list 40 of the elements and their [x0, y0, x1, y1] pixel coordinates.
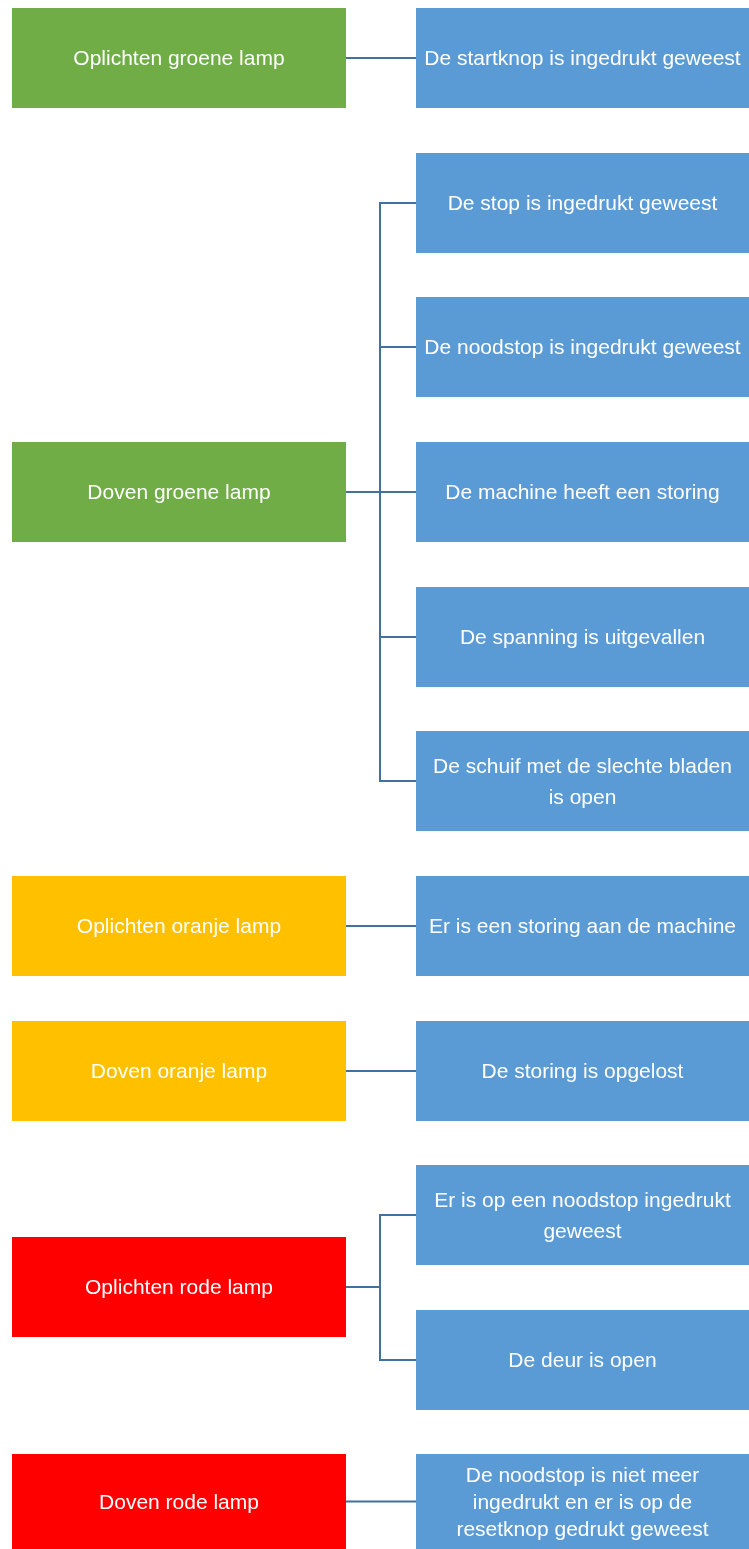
box-label: De machine heeft een storing [445, 479, 720, 506]
box-label: Er is op een noodstop ingedrukt geweest [433, 1186, 732, 1244]
condition-box [416, 442, 749, 542]
box-label: Doven rode lamp [99, 1488, 259, 1515]
lamp-state-box [12, 8, 346, 108]
condition-box [416, 1021, 749, 1121]
connector-line [345, 925, 417, 927]
condition-box [416, 1454, 749, 1549]
condition-box [416, 8, 749, 108]
box-label: De stop is ingedrukt geweest [447, 190, 718, 217]
box-label: De schuif met de slechte bladen is open [432, 752, 733, 810]
condition-box [416, 1310, 749, 1410]
connector-line [345, 1070, 417, 1072]
connector-line [345, 57, 417, 59]
connector-line [345, 1286, 417, 1361]
box-label: De noodstop is ingedrukt geweest [424, 334, 741, 361]
box-label: De storing is opgelost [481, 1058, 684, 1085]
box-label: Oplichten rode lamp [85, 1274, 273, 1301]
box-label: Doven oranje lamp [90, 1058, 268, 1085]
condition-box [416, 297, 749, 397]
lamp-state-box [12, 1454, 346, 1549]
condition-box [416, 731, 749, 831]
lamp-state-box [12, 1237, 346, 1337]
box-label: Er is een storing aan de machine [429, 913, 736, 940]
condition-box [416, 153, 749, 253]
box-label: De deur is open [508, 1347, 657, 1374]
connector-line [345, 1500, 417, 1503]
lamp-state-box [12, 876, 346, 976]
box-label: De startknop is ingedrukt geweest [424, 45, 741, 72]
condition-box [416, 1165, 749, 1265]
box-label: Oplichten groene lamp [73, 45, 285, 72]
lamp-state-box [12, 442, 346, 542]
box-label: Oplichten oranje lamp [76, 913, 282, 940]
box-label: De spanning is uitgevallen [459, 624, 706, 651]
condition-box [416, 587, 749, 687]
box-label: Doven groene lamp [87, 479, 271, 506]
condition-box [416, 876, 749, 976]
box-label: De noodstop is niet meer ingedrukt en er is op de resetknop gedrukt geweest [455, 1461, 710, 1543]
connector-line [345, 491, 417, 782]
lamp-state-box [12, 1021, 346, 1121]
